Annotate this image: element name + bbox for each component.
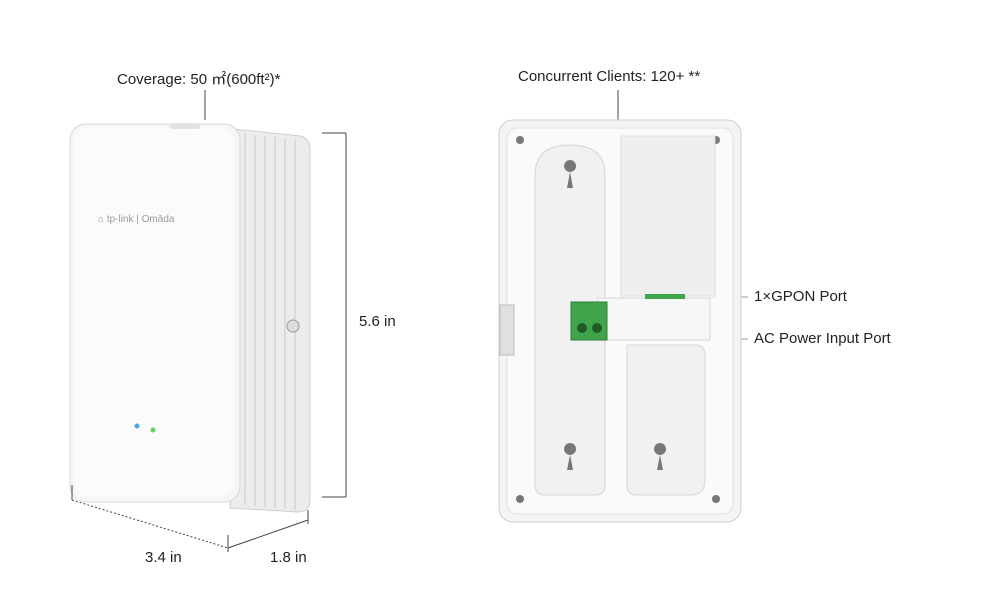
front-device: ⌂ tp-link | Omāda (69, 123, 311, 513)
depth-label: 1.8 in (270, 549, 307, 566)
ac-power-terminal (570, 301, 608, 341)
tp-link-logo: ⌂ tp-link | Omāda (98, 214, 175, 225)
gpon-port-label: 1×GPON Port (754, 288, 847, 305)
gpon-port (645, 294, 685, 299)
led-green (150, 427, 156, 433)
height-label: 5.6 in (359, 313, 396, 330)
width-label: 3.4 in (145, 549, 182, 566)
ac-port-label: AC Power Input Port (754, 330, 891, 347)
led-blue (134, 423, 140, 429)
clients-label: Concurrent Clients: 120+ ** (518, 68, 701, 85)
coverage-label: Coverage: 50 ㎡(600ft²)* (117, 71, 281, 88)
back-device (498, 119, 742, 523)
